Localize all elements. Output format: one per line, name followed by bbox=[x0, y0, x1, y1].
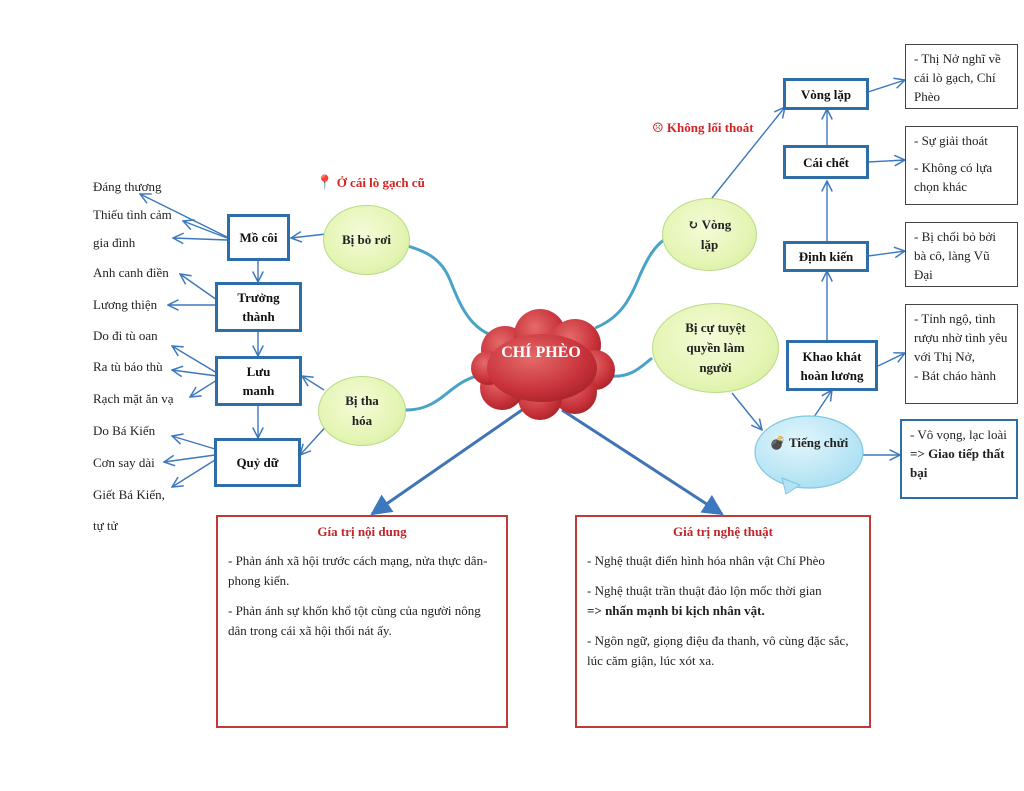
chain-loop-label: Vòng lặp bbox=[800, 86, 852, 102]
chain-redemption: Khao khát hoàn lương bbox=[786, 340, 878, 391]
cycle-label: Vòng lặp bbox=[700, 216, 732, 252]
stage-orphan: Mồ côi bbox=[227, 214, 290, 261]
content-value-title: Gía trị nội dung bbox=[317, 524, 407, 539]
art-value-title: Giá trị nghệ thuật bbox=[672, 524, 774, 539]
death-note-1: - Sự giải thoát bbox=[914, 133, 988, 148]
stage-orphan-label: Mồ côi bbox=[239, 230, 278, 245]
no-exit-text: Không lối thoát bbox=[666, 120, 754, 135]
abandoned-node: Bị bỏ rơi bbox=[323, 205, 410, 275]
corrupted-label: Bị tha hóa bbox=[345, 393, 379, 428]
corrupted-node: Bị tha hóa bbox=[318, 376, 406, 446]
stage-thug: Lưu manh bbox=[215, 356, 302, 406]
grown-note-1: Anh canh điền bbox=[93, 265, 169, 280]
refused-label: Bị cự tuyệt quyền làm người bbox=[685, 320, 746, 375]
abandoned-label: Bị bỏ rơi bbox=[341, 232, 392, 247]
thug-note-2: Ra tù báo thù bbox=[93, 359, 163, 374]
art-value-item-3: - Ngôn ngữ, giọng điệu đa thanh, vô cùng… bbox=[587, 633, 849, 668]
no-exit-label: ☹ Không lối thoát bbox=[652, 120, 754, 136]
orphan-note-1: Đáng thương bbox=[93, 179, 162, 194]
brick-kiln-label: 📍 Ở cái lò gạch cũ bbox=[316, 175, 425, 192]
demon-note-1: Do Bá Kiến bbox=[93, 423, 156, 438]
stage-grown: Trưởng thành bbox=[215, 282, 302, 332]
stage-thug-label: Lưu manh bbox=[242, 364, 275, 398]
cycle-node-text: ↻ Vòng lặp bbox=[680, 215, 740, 255]
center-title: CHÍ PHÈO bbox=[501, 344, 581, 361]
prejudice-note: - Bị chối bỏ bởi bà cô, làng Vũ Đại bbox=[905, 222, 1018, 287]
curse-bubble bbox=[754, 415, 864, 495]
art-value-panel: Giá trị nghệ thuật - Nghệ thuật điển hìn… bbox=[575, 515, 871, 728]
loop-note: - Thị Nở nghĩ về cái lò gạch, Chí Phèo bbox=[905, 44, 1018, 109]
thug-note-3: Rạch mặt ăn vạ bbox=[93, 391, 174, 406]
stage-demon-label: Quỷ dữ bbox=[236, 455, 279, 470]
redemption-note-2: - Bát cháo hành bbox=[914, 368, 996, 383]
brick-kiln-text: Ở cái lò gạch cũ bbox=[336, 175, 425, 190]
sad-face-icon: ☹ bbox=[652, 120, 664, 135]
death-note-2: - Không có lựa chọn khác bbox=[914, 160, 993, 194]
content-value-item-1: - Phản ánh xã hội trước cách mạng, nửa t… bbox=[228, 553, 488, 588]
demon-note-4: tự tử bbox=[93, 518, 118, 533]
bomb-icon: 💣 bbox=[769, 435, 786, 450]
curse-note: - Vô vọng, lạc loài => Giao tiếp thất bạ… bbox=[900, 419, 1018, 499]
stage-grown-label: Trưởng thành bbox=[237, 290, 280, 324]
chain-prejudice-label: Định kiến bbox=[798, 249, 854, 264]
chain-redemption-label: Khao khát hoàn lương bbox=[800, 348, 864, 383]
orphan-note-2: Thiếu tình cảm bbox=[93, 207, 172, 222]
demon-note-2: Cơn say dài bbox=[93, 455, 155, 470]
curse-note-text: - Vô vọng, lạc loài bbox=[910, 427, 1007, 442]
curse-text: 💣 Tiếng chửi bbox=[766, 433, 852, 452]
curse-note-bold: => Giao tiếp thất bại bbox=[910, 446, 1005, 480]
death-note: - Sự giải thoát - Không có lựa chọn khác bbox=[905, 126, 1018, 205]
stage-demon: Quỷ dữ bbox=[214, 438, 301, 487]
curse-label: Tiếng chửi bbox=[788, 435, 849, 450]
art-value-item-2-text: - Nghệ thuật trần thuật đảo lộn mốc thời… bbox=[587, 583, 822, 598]
art-value-item-2-bold: => nhấn mạnh bi kịch nhân vật. bbox=[587, 603, 765, 618]
content-value-item-2: - Phản ánh sự khốn khổ tột cùng của ngườ… bbox=[228, 603, 481, 638]
center-cloud bbox=[471, 309, 615, 420]
art-value-item-2: - Nghệ thuật trần thuật đảo lộn mốc thời… bbox=[587, 581, 859, 621]
prejudice-note-text: - Bị chối bỏ bởi bà cô, làng Vũ Đại bbox=[914, 229, 996, 282]
cycle-icon: ↻ bbox=[687, 216, 699, 232]
thug-note-1: Do đi tù oan bbox=[93, 328, 158, 343]
chain-loop: Vòng lặp bbox=[783, 78, 869, 110]
cycle-node: ↻ Vòng lặp bbox=[662, 198, 757, 271]
loop-note-text: - Thị Nở nghĩ về cái lò gạch, Chí Phèo bbox=[914, 51, 1001, 104]
art-value-item-1: - Nghệ thuật điển hình hóa nhân vật Chí … bbox=[587, 553, 825, 568]
chain-prejudice: Định kiến bbox=[783, 241, 869, 272]
grown-note-2: Lương thiện bbox=[93, 297, 158, 312]
pin-icon: 📍 bbox=[316, 176, 334, 191]
refused-node: Bị cự tuyệt quyền làm người bbox=[652, 303, 779, 393]
chain-death-label: Cái chết bbox=[803, 154, 849, 170]
demon-note-3: Giết Bá Kiến, bbox=[93, 487, 165, 502]
redemption-note-1: - Tỉnh ngộ, tình rượu nhờ tình yêu với T… bbox=[914, 311, 1008, 364]
orphan-note-3: gia đình bbox=[93, 235, 136, 250]
redemption-note: - Tỉnh ngộ, tình rượu nhờ tình yêu với T… bbox=[905, 304, 1018, 404]
content-value-panel: Gía trị nội dung - Phản ánh xã hội trước… bbox=[216, 515, 508, 728]
chain-death: Cái chết bbox=[783, 145, 869, 179]
